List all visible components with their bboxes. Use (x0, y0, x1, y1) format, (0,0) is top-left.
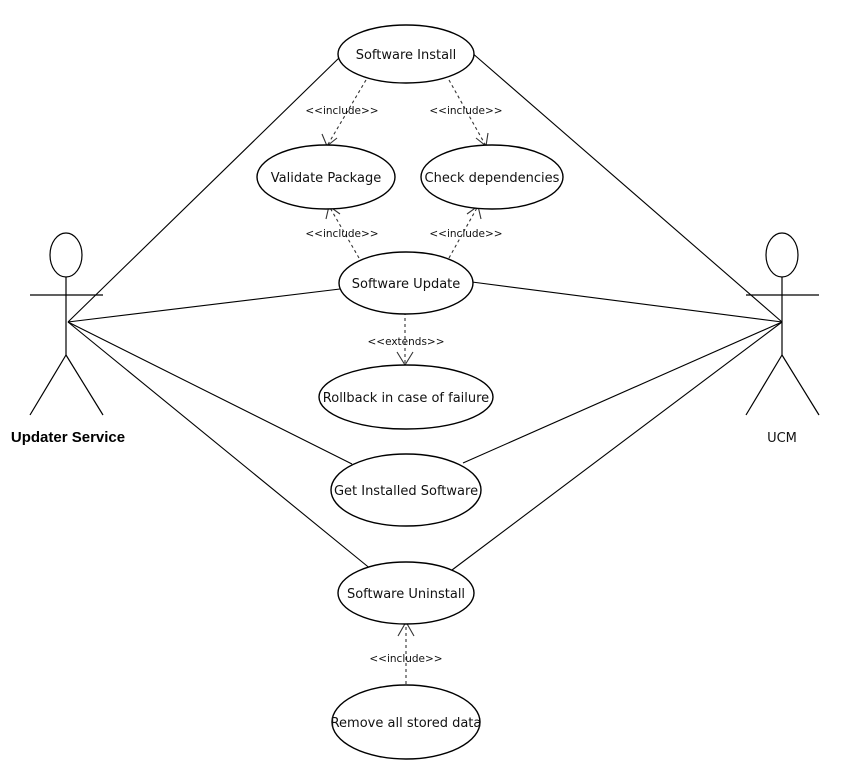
assoc-updater-update (67, 288, 341, 323)
associations-updater-service (67, 55, 373, 571)
actor-updater-service: Updater Service (11, 232, 125, 446)
use-case-validate-package: Validate Package (256, 144, 396, 210)
use-case-rollback: Rollback in case of failure (318, 364, 494, 430)
actor-label: UCM (767, 431, 797, 446)
use-case-label: Rollback in case of failure (323, 391, 489, 406)
use-cases: Software Install Validate Package Check … (256, 24, 564, 760)
assoc-updater-get-installed (67, 321, 353, 465)
assoc-ucm-get-installed (462, 321, 783, 464)
use-case-label: Validate Package (271, 171, 381, 186)
assoc-updater-install (67, 55, 342, 323)
actor-label: Updater Service (11, 429, 125, 446)
stereotype-install-validate: <<include>> (305, 105, 378, 117)
assoc-ucm-update (471, 281, 783, 323)
assoc-ucm-install (470, 51, 783, 323)
use-case-remove-stored-data: Remove all stored data (331, 684, 482, 760)
assoc-ucm-uninstall (451, 321, 783, 571)
stick-figure-icon (745, 232, 820, 416)
use-case-get-installed-software: Get Installed Software (330, 453, 482, 527)
dep-update-check (448, 205, 479, 259)
use-case-label: Software Uninstall (347, 587, 465, 602)
use-case-label: Remove all stored data (331, 716, 482, 731)
associations-ucm (451, 51, 783, 571)
assoc-updater-uninstall (67, 321, 373, 571)
actor-ucm: UCM (745, 232, 820, 446)
stereotype-update-check: <<include>> (429, 228, 502, 240)
stereotype-labels: <<include>> <<include>> <<include>> <<in… (305, 105, 502, 665)
stereotype-update-validate: <<include>> (305, 228, 378, 240)
use-case-label: Software Update (352, 277, 461, 292)
use-case-check-dependencies: Check dependencies (420, 144, 564, 210)
dep-update-validate (328, 205, 360, 259)
stereotype-uninstall-remove: <<include>> (369, 653, 442, 665)
arrowhead-icon (396, 351, 414, 367)
use-case-software-uninstall: Software Uninstall (337, 561, 475, 625)
use-case-software-install: Software Install (337, 24, 475, 84)
use-case-label: Get Installed Software (334, 484, 478, 499)
stereotype-install-check: <<include>> (429, 105, 502, 117)
dep-install-validate (326, 79, 367, 147)
stereotype-update-rollback: <<extends>> (367, 336, 444, 348)
stick-figure-icon (29, 232, 104, 416)
use-case-label: Software Install (356, 48, 457, 63)
use-case-label: Check dependencies (425, 171, 560, 186)
arrowhead-icon (321, 133, 338, 147)
use-case-software-update: Software Update (338, 251, 474, 315)
dep-install-check (448, 79, 487, 147)
